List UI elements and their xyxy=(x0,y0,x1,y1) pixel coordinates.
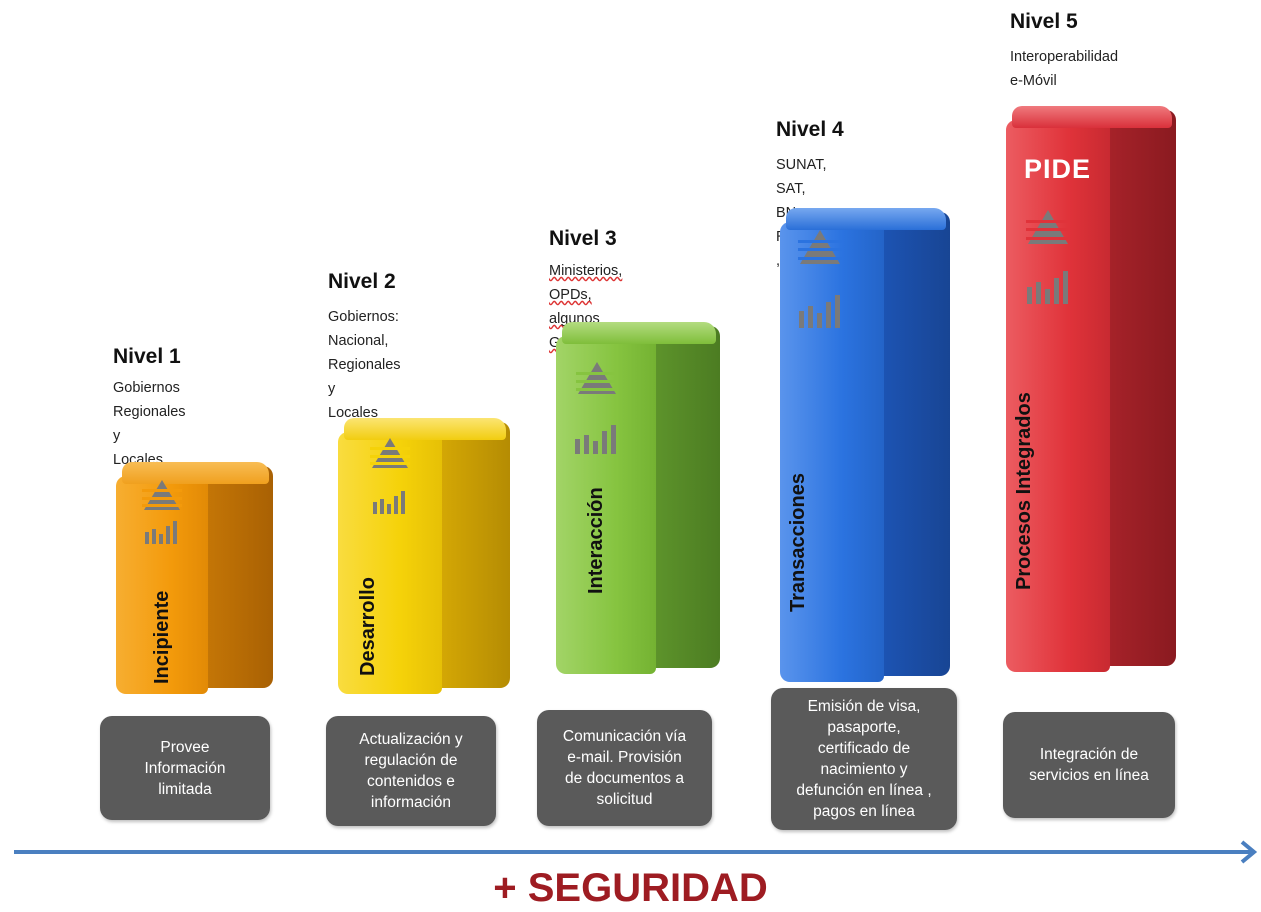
level-bar: Desarrollo xyxy=(338,418,510,694)
pyramid-icon xyxy=(798,230,842,264)
bar-chart-icon xyxy=(145,521,177,544)
level-title: Nivel 2 xyxy=(328,270,396,293)
level-summary-box: Actualización y regulación de contenidos… xyxy=(326,716,496,826)
level-bar-label: Desarrollo xyxy=(357,577,379,676)
level-bar-label: Incipiente xyxy=(151,590,173,684)
level-summary-box: Comunicación vía e-mail. Provisión de do… xyxy=(537,710,712,826)
level-summary-box: Provee Información limitada xyxy=(100,716,270,820)
level-description: Gobiernos Regionales y Locales xyxy=(113,380,186,468)
pide-badge: PIDE xyxy=(1024,154,1092,184)
level-title: Nivel 5 xyxy=(1010,10,1078,33)
level-summary-box: Integración de servicios en línea xyxy=(1003,712,1175,818)
level-bar-label: Transacciones xyxy=(787,473,809,612)
progress-arrow xyxy=(14,840,1258,864)
level-description: Gobiernos: Nacional, Regionales y Locale… xyxy=(328,309,401,421)
level-bar: PIDE Procesos Integrados xyxy=(1006,106,1176,672)
pyramid-icon xyxy=(1026,210,1070,244)
pyramid-icon xyxy=(370,438,410,468)
level-summary-box: Emisión de visa, pasaporte, certificado … xyxy=(771,688,957,830)
bar-chart-icon xyxy=(373,491,405,514)
pyramid-icon xyxy=(576,362,618,394)
bar-chart-icon xyxy=(575,425,616,454)
bar-chart-icon xyxy=(1027,271,1068,304)
footer-label: + SEGURIDAD xyxy=(493,866,768,910)
bar-chart-icon xyxy=(799,295,840,328)
pyramid-icon xyxy=(142,480,182,510)
level-bar: Transacciones xyxy=(780,208,950,682)
level-bar: Interacción xyxy=(556,322,720,674)
level-title: Nivel 4 xyxy=(776,118,844,141)
level-bar-label: Interacción xyxy=(585,487,607,594)
level-description: Interoperabilidad e-Móvil xyxy=(1010,49,1119,89)
level-title: Nivel 1 xyxy=(113,345,181,368)
level-bar-label: Procesos Integrados xyxy=(1013,392,1035,590)
level-title: Nivel 3 xyxy=(549,227,617,250)
level-bar: Incipiente xyxy=(116,462,273,694)
